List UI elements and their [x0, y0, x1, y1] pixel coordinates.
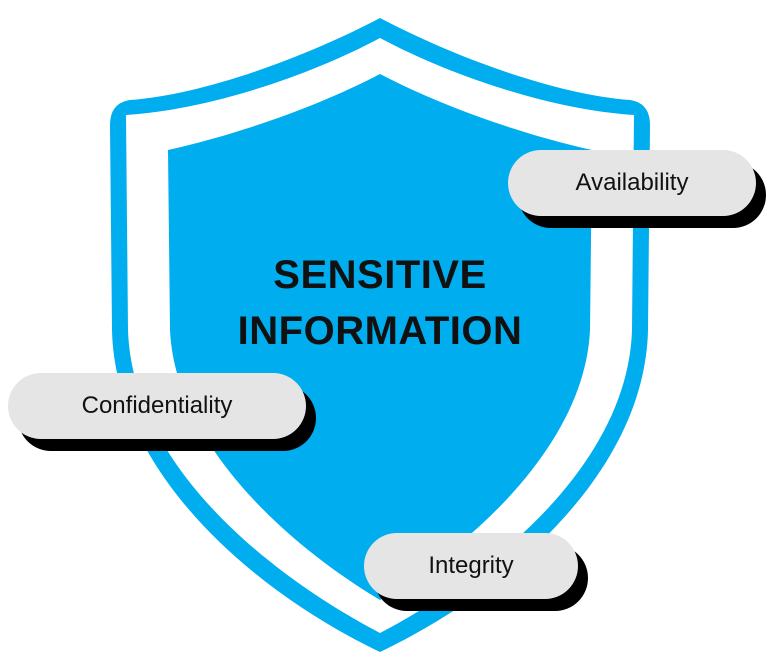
confidentiality-label: Confidentiality: [8, 373, 306, 439]
integrity-label: Integrity: [364, 533, 578, 599]
title-line-2: INFORMATION: [237, 309, 523, 353]
title-line-1: SENSITIVE: [273, 253, 487, 297]
availability-label: Availability: [508, 150, 756, 216]
shield-inner-fill: [168, 74, 592, 600]
